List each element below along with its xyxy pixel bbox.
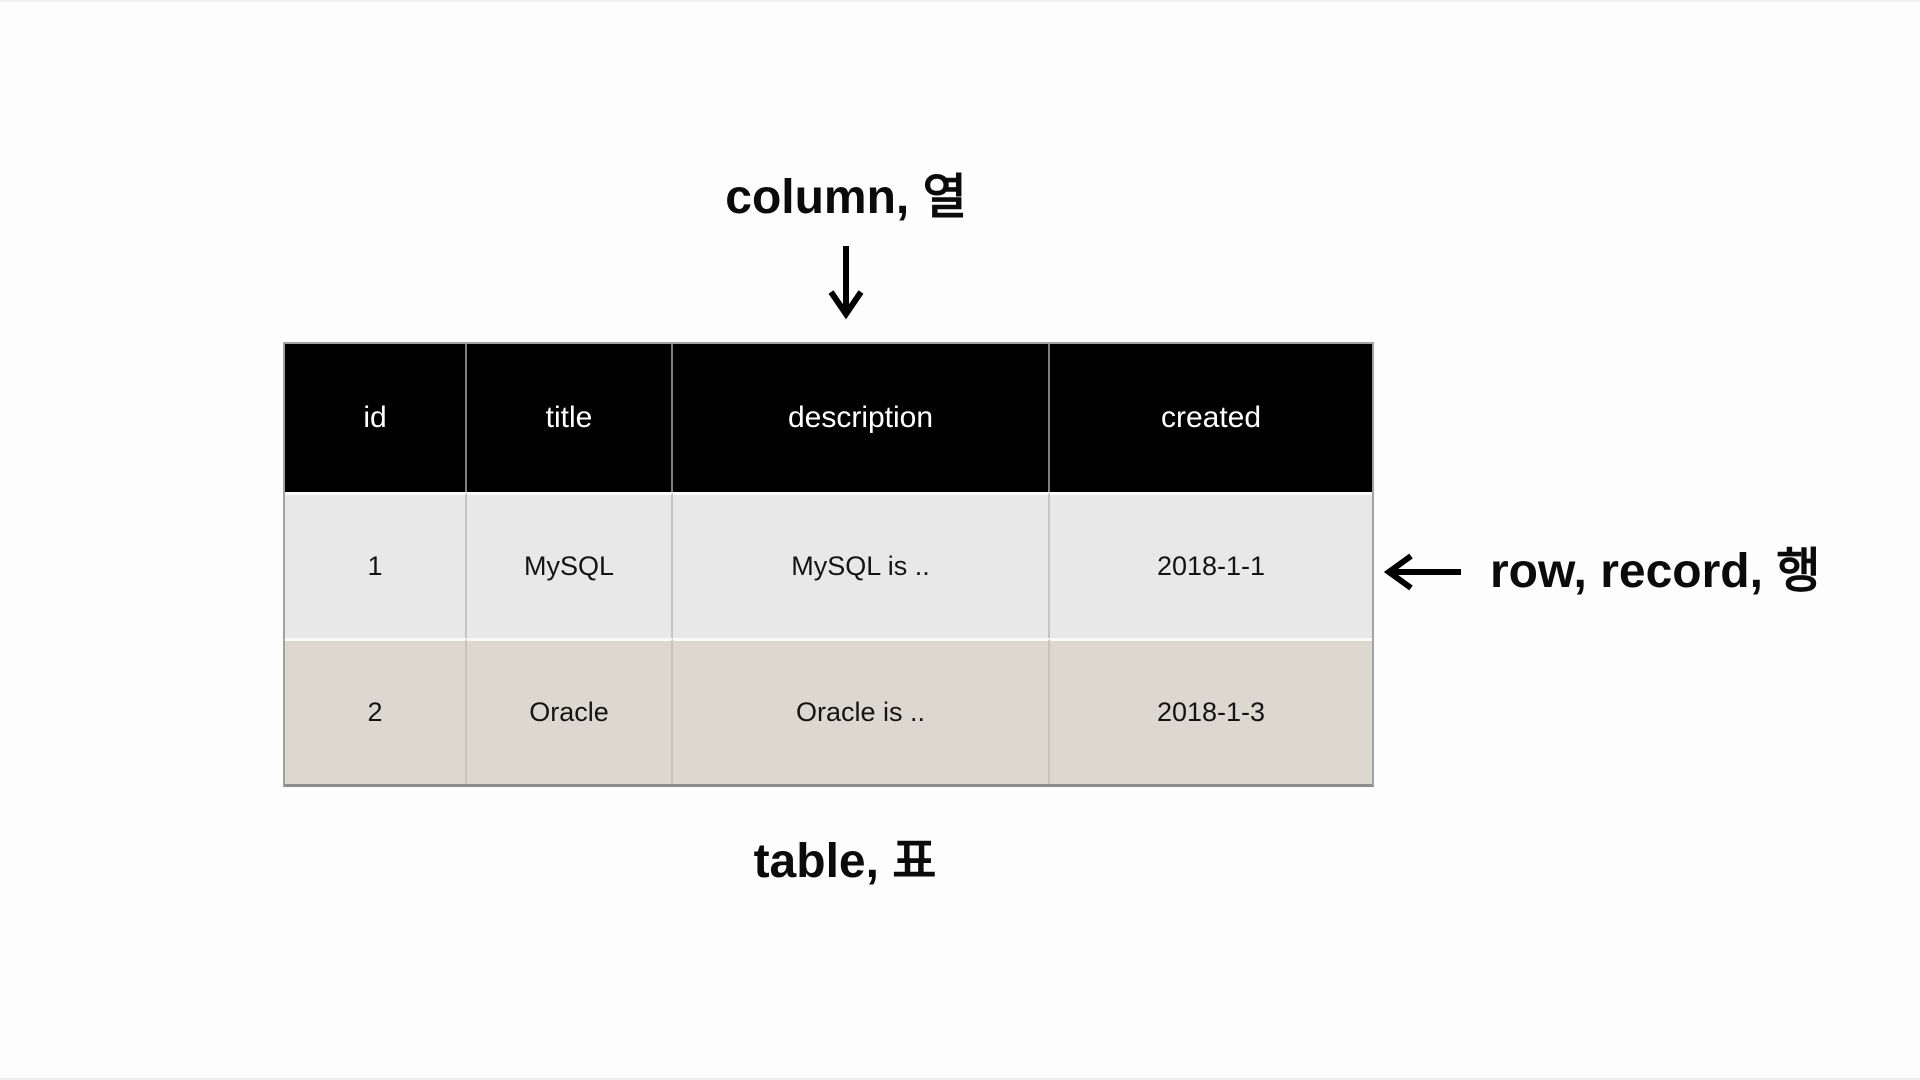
- column-header-title: title: [467, 344, 673, 492]
- cell-description: Oracle is ..: [673, 638, 1050, 784]
- cell-id: 1: [285, 492, 467, 638]
- cell-title: MySQL: [467, 492, 673, 638]
- down-arrow-icon: [828, 246, 864, 320]
- column-header-created: created: [1050, 344, 1372, 492]
- table-row: 2 Oracle Oracle is .. 2018-1-3: [285, 638, 1372, 784]
- cell-description: MySQL is ..: [673, 492, 1050, 638]
- left-arrow-icon: [1384, 553, 1461, 591]
- cell-id: 2: [285, 638, 467, 784]
- cell-title: Oracle: [467, 638, 673, 784]
- table-header-row: id title description created: [285, 344, 1372, 492]
- table-label: table, 표: [753, 835, 937, 888]
- column-header-id: id: [285, 344, 467, 492]
- cell-created: 2018-1-1: [1050, 492, 1372, 638]
- table-row: 1 MySQL MySQL is .. 2018-1-1: [285, 492, 1372, 638]
- cell-created: 2018-1-3: [1050, 638, 1372, 784]
- row-annotation: row, record, 행: [1384, 545, 1821, 599]
- column-label: column, 열: [725, 171, 967, 224]
- db-table: id title description created 1 MySQL MyS…: [283, 342, 1374, 787]
- column-header-description: description: [673, 344, 1050, 492]
- row-label: row, record, 행: [1490, 545, 1821, 598]
